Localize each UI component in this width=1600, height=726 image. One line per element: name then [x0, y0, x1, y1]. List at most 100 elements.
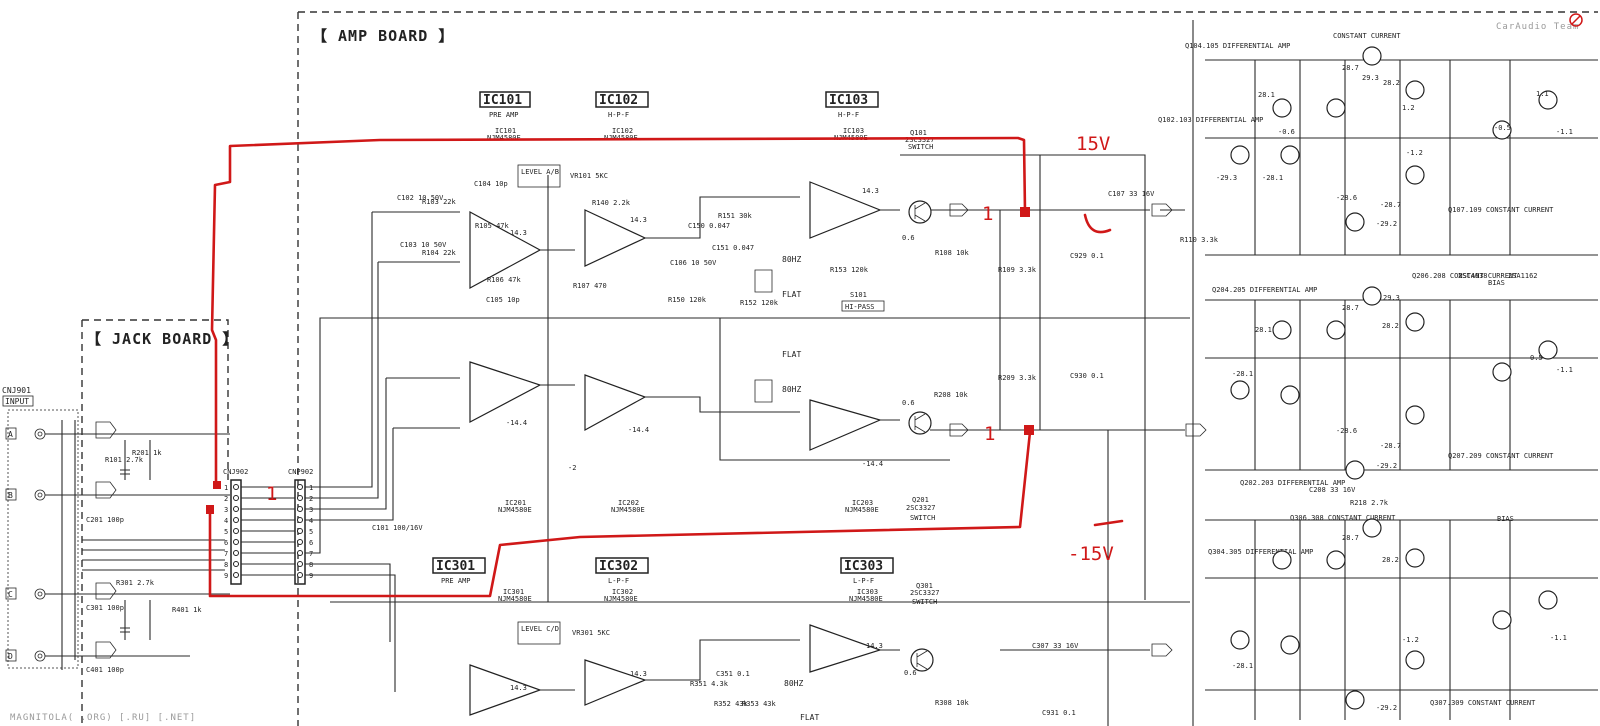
v-q-a5: -29.3	[1216, 174, 1237, 182]
q111-label: 2SA1162	[1508, 272, 1538, 280]
jack-board-title: 【 JACK BOARD 】	[86, 330, 238, 348]
hz80-label-mid: 80HZ	[782, 385, 801, 394]
plus-15v-annotation: 15V	[1076, 133, 1110, 155]
ic303-func: L-P-F	[853, 577, 874, 585]
q301-label: Q301	[916, 582, 933, 590]
v-q-a10: 1.1	[1536, 90, 1549, 98]
input-connector-ref: CNJ901	[2, 386, 31, 395]
r201-label: R201 1k	[132, 449, 162, 457]
q301-role: SWITCH	[912, 598, 937, 606]
v-q-b10: -1.1	[1556, 366, 1573, 374]
q207-label: Q207.209 CONSTANT CURRENT	[1448, 452, 1554, 460]
q206-label: Q206.208 CONSTANT CURRENT	[1412, 272, 1518, 280]
v-ic302: 14.3	[630, 670, 647, 678]
c307-label: C307 33 16V	[1032, 642, 1079, 650]
v-q-b9: 0.5	[1530, 354, 1543, 362]
ic302-ref: IC302	[612, 588, 633, 596]
input-connector: CNJ901 INPUT	[2, 386, 34, 407]
bias-label-1: BIAS	[1488, 279, 1505, 287]
hz80-label-top: 80HZ	[782, 255, 801, 264]
cnj902-pin-6: 6	[224, 539, 228, 547]
c101-label: C101 100/16V	[372, 524, 423, 532]
power-amp-stages: Q104.105 DIFFERENTIAL AMP Q102.103 DIFFE…	[1158, 32, 1598, 720]
jack-d-label: D	[8, 652, 13, 661]
v-q-b3: 28.2	[1382, 322, 1399, 330]
v-q-a14: -0.5	[1494, 124, 1511, 132]
input-label: INPUT	[5, 397, 29, 406]
c104-label: C104 10p	[474, 180, 508, 188]
cnj902-pin-4: 4	[224, 517, 228, 525]
r106-label: R106 47k	[487, 276, 522, 284]
q304-label: Q304.305 DIFFERENTIAL AMP	[1208, 548, 1313, 556]
v-ic203: -14.4	[862, 460, 883, 468]
q110-label: 2SC4038	[1458, 272, 1488, 280]
cnp902-pin-6: 6	[309, 539, 313, 547]
v-q-a7: -28.7	[1380, 201, 1401, 209]
jack-a-label: A	[8, 430, 13, 439]
ic203-part: NJM4580E	[845, 506, 879, 514]
c401-label: C401 100p	[86, 666, 124, 674]
v-q-c1: 28.7	[1342, 534, 1359, 542]
ic301-func: PRE AMP	[441, 577, 471, 585]
ic102-title: IC102	[599, 93, 638, 108]
v-q-a11: -1.1	[1556, 128, 1573, 136]
v-q-b5: -28.1	[1232, 370, 1253, 378]
v-q-c4: -29.2	[1376, 704, 1397, 712]
v-ic303: 14.3	[866, 642, 883, 650]
cnp902-pin-8: 8	[309, 561, 313, 569]
r301-label: R301 2.7k	[116, 579, 155, 587]
v-ic201: -14.4	[506, 419, 527, 427]
hipass-label: HI-PASS	[845, 303, 875, 311]
red-dot-pin4	[206, 505, 214, 514]
opamp-symbols	[469, 181, 882, 716]
r104-label: R104 22k	[422, 249, 457, 257]
v-ic102: 14.3	[630, 216, 647, 224]
v-q101-b: 0.6	[902, 234, 915, 242]
cnj902-pin-8: 8	[224, 561, 228, 569]
ic302-func: L-P-F	[608, 577, 629, 585]
voltage-readouts: 14.3 14.3 14.3 -14.4 -14.4 -14.4 14.3 14…	[506, 187, 917, 692]
v-q-a4: 28.1	[1258, 91, 1275, 99]
red-dot-plus	[1020, 207, 1030, 217]
r140-label: R140 2.2k	[592, 199, 631, 207]
r352-label: R352 43k	[714, 700, 749, 708]
c208-label: C208 33 16V	[1309, 486, 1356, 494]
q201-part: 2SC3327	[906, 504, 936, 512]
r105-label: R105 47k	[475, 222, 510, 230]
jack-board-passives: R101 2.7k R201 1k C201 100p R301 2.7k C3…	[82, 440, 225, 674]
connector-cnp902: CNP902 1 2 3 4 5 6 7 8 9 C101 100/16V	[241, 468, 423, 585]
ic203-ref: IC203	[852, 499, 873, 507]
minus-15v-annotation: -15V	[1068, 543, 1114, 565]
v-q-a13: -1.2	[1406, 149, 1423, 157]
level-ab-label: LEVEL A/B	[521, 168, 559, 176]
q301-part: 2SC3327	[910, 589, 940, 597]
ic103-func: H-P-F	[838, 111, 859, 119]
red-wire-minus	[208, 430, 1032, 598]
r351-label: R351 4.3k	[690, 680, 729, 688]
ic302-part: NJM4580E	[604, 595, 638, 603]
r353-label: R353 43k	[742, 700, 777, 708]
red-mark-2: 1	[982, 203, 993, 225]
amp-board-title: 【 AMP BOARD 】	[312, 27, 454, 45]
watermark-bottom: MAGNITOLA( .ORG) [.RU] [.NET]	[10, 713, 196, 723]
ic101-part: NJM4580E	[487, 134, 521, 142]
q101-part: 2SC3327	[905, 136, 935, 144]
v-q-a9: -28.6	[1336, 194, 1357, 202]
logo-mark	[1569, 13, 1583, 27]
q306-label: Q306.308 CONSTANT CURRENT	[1290, 514, 1396, 522]
ic201-ref: IC201	[505, 499, 526, 507]
ic202-ref: IC202	[618, 499, 639, 507]
q-diff2-label: Q202.203 DIFFERENTIAL AMP	[1240, 479, 1345, 487]
q201-role: SWITCH	[910, 514, 935, 522]
c351-label: C351 0.1	[716, 670, 750, 678]
v-q-b2: 29.3	[1383, 294, 1400, 302]
cnp902-pin-1: 1	[309, 484, 313, 492]
v-q-a12: 1.2	[1402, 104, 1415, 112]
v-q301-b: 0.6	[904, 669, 917, 677]
vr301-label: VR301 5KC	[572, 629, 610, 637]
red-annotations: 15V -15V 1 1 1	[206, 133, 1124, 598]
r151-label: R151 30k	[718, 212, 753, 220]
v-q-c6: -1.1	[1550, 634, 1567, 642]
q102-label: Q102.103 DIFFERENTIAL AMP	[1158, 116, 1263, 124]
red-wire-plus	[210, 136, 1027, 485]
